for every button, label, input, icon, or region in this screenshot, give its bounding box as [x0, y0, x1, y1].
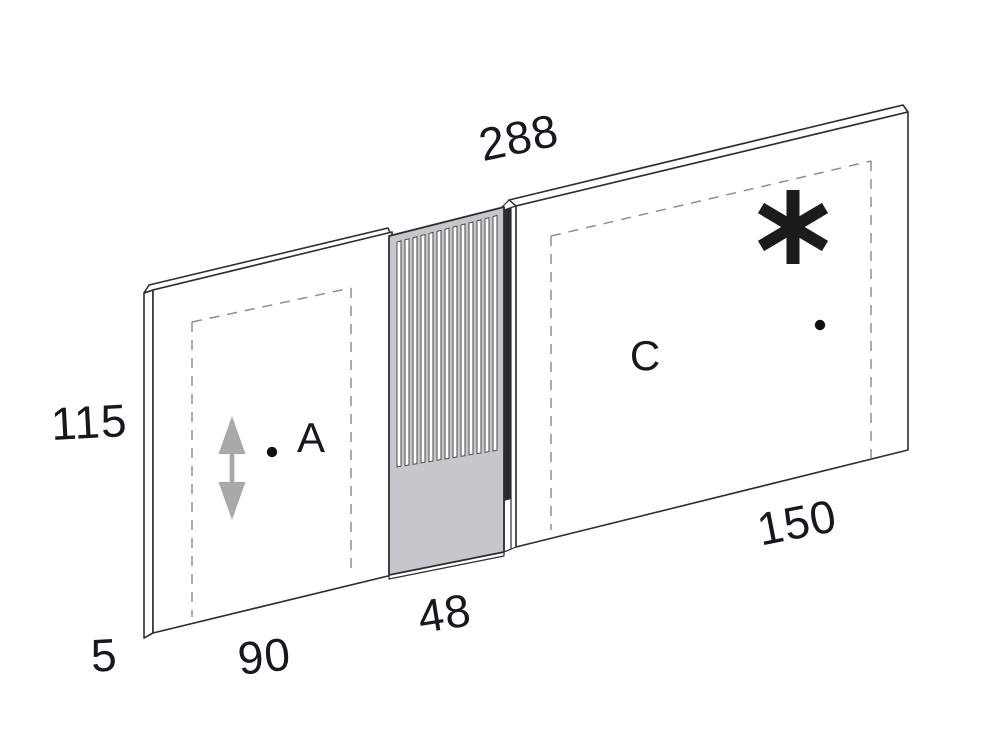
gap-shadow-strip [504, 207, 511, 501]
right-panel: C [497, 104, 909, 548]
panel-gap [503, 204, 517, 553]
dim-center-panel-width: 48 [414, 583, 475, 643]
dim-right-panel-width: 150 [753, 489, 841, 555]
left-panel-dashed-area [191, 287, 352, 617]
vertical-double-arrow-icon [218, 416, 246, 520]
left-panel-front-face [152, 231, 393, 634]
right-panel-front-face [515, 111, 909, 548]
right-dot-marker [814, 319, 826, 331]
asterisk-icon [757, 190, 829, 264]
left-panel-side-face [143, 289, 154, 639]
center-slatted-panel [388, 206, 505, 580]
dim-left-panel-width: 90 [235, 627, 293, 684]
dim-panel-height: 115 [50, 394, 129, 450]
dim-panel-thickness: 5 [90, 628, 119, 681]
left-panel-label: A [297, 414, 325, 461]
right-panel-dashed-area [550, 160, 872, 530]
dim-total-width: 288 [474, 104, 563, 171]
left-panel: A [143, 227, 393, 639]
slat-group [396, 214, 498, 468]
left-dot-marker [266, 446, 278, 458]
right-panel-label: C [630, 332, 660, 379]
